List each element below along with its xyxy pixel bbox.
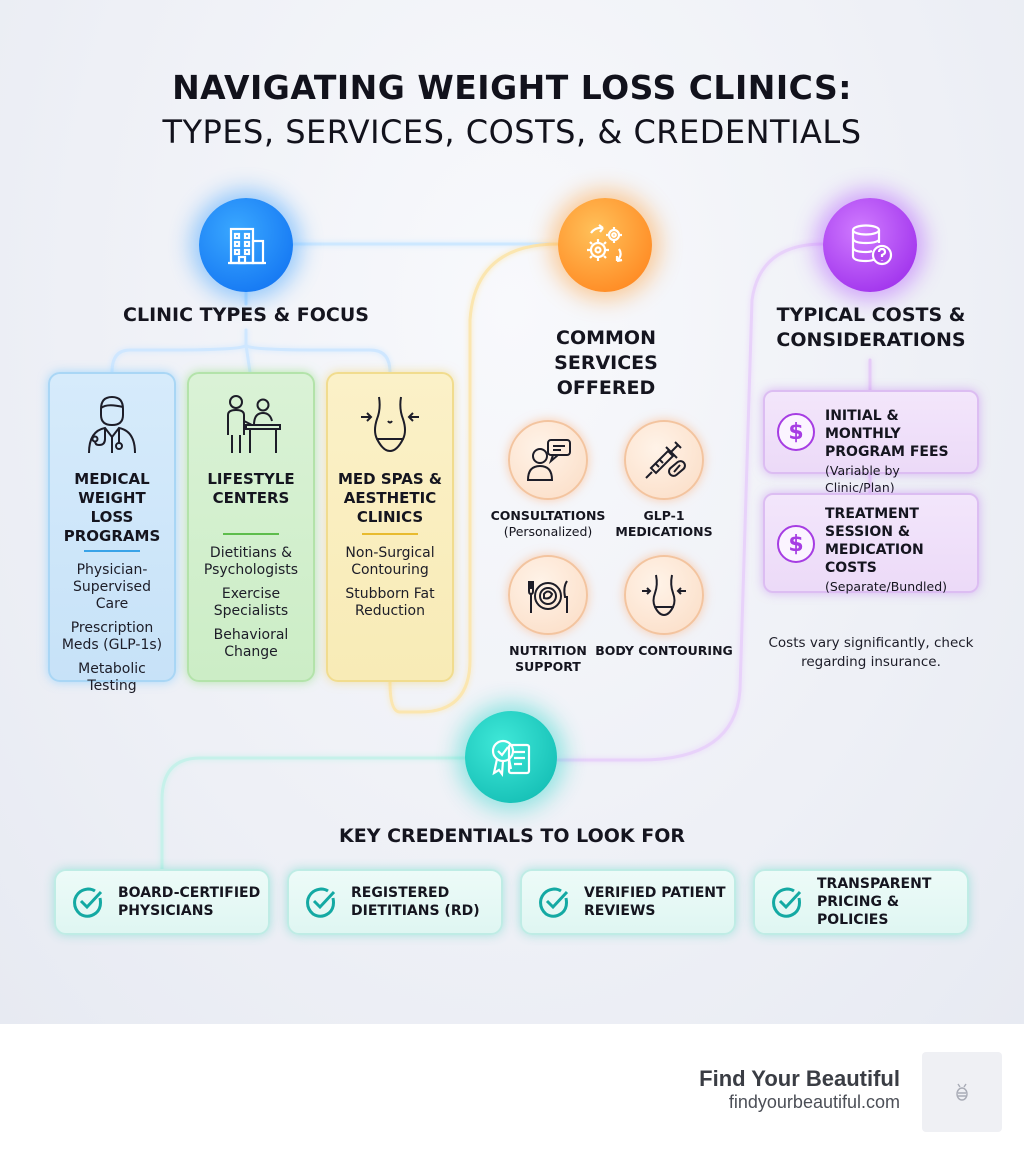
body-contour-icon — [361, 396, 419, 453]
consultation-desk-icon — [227, 395, 281, 453]
cost-card-treatment: $ TREATMENT SESSION & MEDICATION COSTS (… — [763, 493, 979, 594]
title-line-2: TYPES, SERVICES, COSTS, & CREDENTIALS — [162, 113, 862, 151]
service-consultations: CONSULTATIONS (Personalized) — [478, 420, 618, 540]
credential-verified-reviews: VERIFIED PATIENT REVIEWS — [520, 869, 736, 935]
title-line-1: NAVIGATING WEIGHT LOSS CLINICS: — [172, 68, 852, 107]
cost-sub: (Variable by Clinic/Plan) — [825, 463, 900, 495]
bee-logo-icon — [956, 1083, 968, 1101]
doctor-icon — [88, 395, 136, 454]
section-title-costs: TYPICAL COSTS & CONSIDERATIONS — [776, 304, 966, 351]
brand-name: Find Your Beautiful — [699, 1066, 900, 1091]
credential-label: REGISTERED DIETITIANS (RD) — [351, 885, 480, 919]
divider — [362, 533, 418, 535]
consultation-icon — [526, 439, 571, 481]
syringe-pill-icon — [645, 441, 686, 479]
clinic-item: Metabolic Testing — [78, 661, 146, 694]
clinic-item: Prescription Meds (GLP-1s) — [61, 620, 163, 653]
cost-note: Costs vary significantly, check regardin… — [768, 635, 974, 670]
service-sub: (Personalized) — [503, 524, 593, 539]
footer-bar — [0, 1024, 1024, 1154]
building-icon — [228, 227, 266, 265]
clinic-card-medical: MEDICAL WEIGHT LOSS PROGRAMS Physician-S… — [48, 372, 176, 694]
clinic-item: Physician-Supervised Care — [73, 562, 151, 612]
logo-thumbnail — [922, 1052, 1002, 1132]
clinic-card-medspa: MED SPAS & AESTHETIC CLINICS Non-Surgica… — [326, 372, 454, 682]
brand-domain: findyourbeautiful.com — [728, 1092, 900, 1112]
service-label: CONSULTATIONS — [490, 508, 606, 523]
infographic-canvas: NAVIGATING WEIGHT LOSS CLINICS: TYPES, S… — [0, 0, 1024, 1024]
check-circle-icon — [772, 887, 802, 918]
credential-board-certified: BOARD-CERTIFIED PHYSICIANS — [54, 869, 270, 935]
credential-transparent-pricing: TRANSPARENT PRICING & POLICIES — [753, 869, 969, 935]
coins-question-icon — [851, 224, 893, 266]
clinic-card-lifestyle: LIFESTYLE CENTERS Dietitians & Psycholog… — [187, 372, 315, 682]
hub-services — [558, 198, 652, 292]
certificate-icon — [491, 739, 531, 777]
divider — [84, 550, 140, 552]
cost-title: TREATMENT SESSION & MEDICATION COSTS — [825, 506, 924, 576]
dollar-icon: $ — [777, 413, 815, 451]
clinic-item: Exercise Specialists — [213, 586, 289, 619]
clinic-item: Dietitians & Psychologists — [203, 545, 299, 578]
check-circle-icon — [539, 887, 569, 918]
credential-label: VERIFIED PATIENT REVIEWS — [584, 885, 726, 919]
gears-icon — [587, 224, 623, 263]
hub-clinic-types — [199, 198, 293, 292]
hub-credentials — [465, 711, 557, 803]
section-title-services: COMMON SERVICES OFFERED — [554, 327, 658, 399]
service-label: BODY CONTOURING — [595, 643, 733, 658]
hub-costs — [823, 198, 917, 292]
dollar-icon: $ — [777, 525, 815, 563]
clinic-item: Stubborn Fat Reduction — [345, 586, 435, 619]
credential-label: TRANSPARENT PRICING & POLICIES — [817, 876, 932, 928]
clinic-heading: MED SPAS & AESTHETIC CLINICS — [338, 470, 442, 526]
service-label: GLP-1 MEDICATIONS — [615, 508, 713, 539]
cost-sub: (Separate/Bundled) — [825, 579, 948, 594]
service-nutrition: NUTRITION SUPPORT — [478, 555, 618, 675]
connector-lines — [110, 242, 872, 871]
divider — [223, 533, 279, 535]
clinic-item: Non-Surgical Contouring — [345, 545, 435, 578]
service-glp1: GLP-1 MEDICATIONS — [594, 420, 734, 540]
credential-label: BOARD-CERTIFIED PHYSICIANS — [118, 885, 261, 919]
section-title-credentials: KEY CREDENTIALS TO LOOK FOR — [339, 825, 685, 847]
plate-icon — [528, 580, 568, 613]
cost-card-program-fees: $ INITIAL & MONTHLY PROGRAM FEES (Variab… — [763, 390, 979, 495]
clinic-item: Behavioral Change — [213, 627, 289, 660]
service-body-contouring: BODY CONTOURING — [594, 555, 734, 659]
check-circle-icon — [73, 887, 103, 918]
clinic-heading: LIFESTYLE CENTERS — [207, 470, 295, 507]
clinic-heading: MEDICAL WEIGHT LOSS PROGRAMS — [63, 470, 161, 545]
waist-icon — [642, 574, 686, 617]
cost-title: INITIAL & MONTHLY PROGRAM FEES — [825, 408, 949, 460]
service-label: NUTRITION SUPPORT — [509, 643, 587, 674]
check-circle-icon — [306, 887, 336, 918]
section-title-clinic-types: CLINIC TYPES & FOCUS — [123, 304, 369, 326]
credential-registered-dietitians: REGISTERED DIETITIANS (RD) — [287, 869, 503, 935]
